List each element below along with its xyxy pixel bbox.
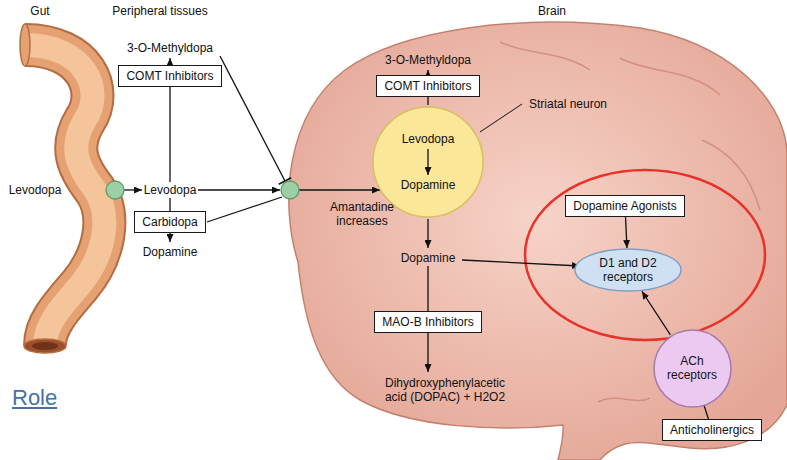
shape-fill [654, 330, 731, 407]
metabolite-label: 3-O-Methyldopa [385, 53, 471, 67]
brain-outline [289, 22, 787, 460]
leader-line [480, 104, 522, 132]
shape-text: Levodopa [402, 132, 455, 146]
process-box: Carbidopa [134, 211, 205, 233]
metabolite-label: Dihydroxyphenylacetic acid (DOPAC) + H2O… [378, 376, 513, 404]
highlight-ellipse [525, 170, 765, 340]
box-text: MAO-B Inhibitors [382, 315, 473, 329]
flow-arrow [427, 219, 428, 248]
process-box: MAO-B Inhibitors [374, 311, 481, 333]
brain-gyrus [702, 140, 760, 210]
process-box: COMT Inhibitors [376, 75, 479, 97]
flow-arrow [124, 189, 142, 190]
flow-arrow [427, 149, 428, 175]
inhibition-line [220, 56, 285, 181]
brain-gyrus [500, 42, 590, 70]
flow-arrow [299, 189, 380, 190]
receptor-oval: D1 and D2 receptors [574, 248, 682, 292]
flow-arrow [198, 189, 280, 190]
box-text: Carbidopa [142, 215, 197, 229]
region-label: Brain [538, 4, 566, 18]
region-label: Gut [30, 4, 49, 18]
connector [704, 406, 708, 419]
callout-label: Striatal neuron [529, 97, 607, 111]
metabolite-label: Dopamine [401, 251, 456, 265]
heading-link: Role [12, 385, 57, 411]
brain-gyrus [620, 58, 720, 95]
metabolite-label: 3-O-Methyldopa [127, 41, 213, 55]
drug-label: Levodopa [144, 183, 197, 197]
process-box: Dopamine Agonists [565, 195, 684, 217]
note-label: Amantadine increases [325, 200, 399, 228]
shape-text: ACh receptors [662, 354, 722, 382]
shape-text: Dopamine [401, 178, 456, 192]
shape-fill [575, 249, 681, 291]
transporter-dot [281, 181, 299, 199]
flow-arrow [462, 260, 580, 266]
transporter-dot [106, 181, 124, 199]
carbidopa-line [207, 197, 282, 222]
process-box: COMT Inhibitors [118, 65, 221, 87]
box-text: Dopamine Agonists [573, 199, 676, 213]
receptor-circle: ACh receptors [653, 329, 732, 408]
region-label: Peripheral tissues [112, 4, 207, 18]
drug-label: Levodopa [9, 183, 62, 197]
process-box: Anticholinergics [662, 419, 762, 441]
gut-end [20, 24, 30, 66]
box-text: COMT Inhibitors [126, 69, 213, 83]
gut-opening [24, 339, 66, 353]
gut-opening-inner [32, 342, 58, 350]
connector [642, 291, 671, 335]
metabolite-label: Dopamine [143, 245, 198, 259]
shape-text: D1 and D2 receptors [592, 256, 664, 284]
brain-gyrus [598, 398, 650, 402]
box-text: Anticholinergics [670, 423, 754, 437]
connector [626, 217, 627, 248]
box-text: COMT Inhibitors [384, 79, 471, 93]
